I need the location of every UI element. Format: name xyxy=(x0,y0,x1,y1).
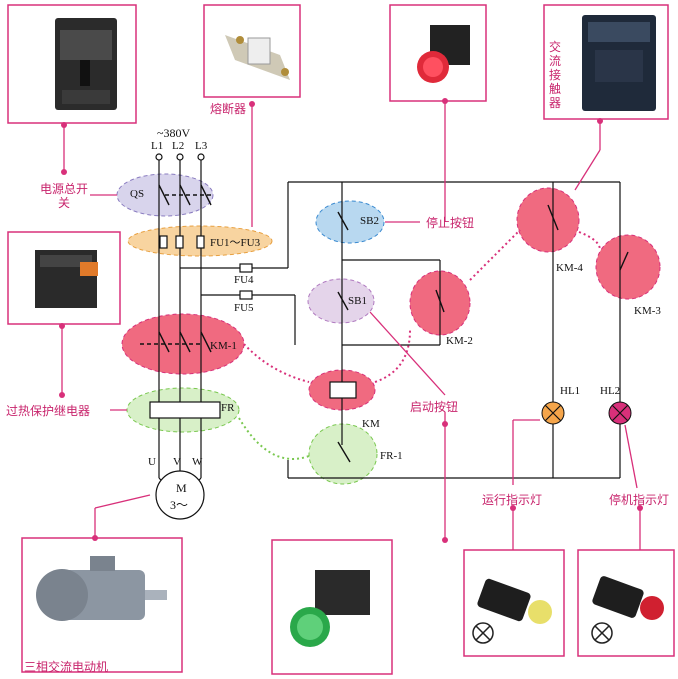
stop-lamp-label: 停机指示灯 xyxy=(609,493,670,507)
power-switch-label: 电源总开关 xyxy=(39,182,88,210)
photo-fuse xyxy=(203,4,301,98)
motor-m-label: M xyxy=(176,481,187,495)
w-label: W xyxy=(192,456,203,468)
ac-contactor-label: 交流接触器 xyxy=(549,40,562,110)
phase-l1: L1 xyxy=(151,140,164,152)
photo-run-lamp xyxy=(463,549,565,657)
u-label: U xyxy=(148,456,156,468)
hl1-label: HL1 xyxy=(560,385,581,397)
sb2-highlight xyxy=(315,200,385,244)
photo-contactor xyxy=(543,4,669,120)
fuse-label: 熔断器 xyxy=(210,102,247,116)
photo-thermal-relay xyxy=(7,231,121,325)
hl2-label: HL2 xyxy=(600,385,621,397)
km4-label: KM-4 xyxy=(556,262,583,274)
run-lamp-label: 运行指示灯 xyxy=(482,493,543,507)
photo-motor xyxy=(21,537,183,673)
motor-phase-label: 3～ xyxy=(170,498,189,512)
sb1-highlight xyxy=(307,278,375,324)
fu4-label: FU4 xyxy=(234,274,254,286)
km3-highlight xyxy=(595,234,661,300)
photo-stop-button xyxy=(389,4,487,102)
km2-label: KM-2 xyxy=(446,335,473,347)
photo-stop-lamp xyxy=(577,549,675,657)
sb2-label: SB2 xyxy=(360,215,379,227)
stop-button-label: 停止按钮 xyxy=(426,216,475,230)
sb1-label: SB1 xyxy=(348,295,367,307)
v-label: V xyxy=(173,456,181,468)
start-button-label: 启动按钮 xyxy=(410,400,459,414)
phase-l3: L3 xyxy=(195,140,208,152)
qs-label: QS xyxy=(130,188,145,200)
phase-l2: L2 xyxy=(172,140,185,152)
fr1-highlight xyxy=(308,423,378,485)
fu5-label: FU5 xyxy=(234,302,254,314)
photo-start-button xyxy=(271,539,393,675)
supply-voltage: ~380V xyxy=(157,126,191,140)
fu1-fu3-label: FU1～FU3 xyxy=(210,237,261,249)
km4-highlight xyxy=(516,187,580,253)
km3-label: KM-3 xyxy=(634,305,661,317)
photo-main-switch xyxy=(7,4,137,124)
motor-name-label: 三相交流电动机 xyxy=(24,660,109,674)
fr1-label: FR-1 xyxy=(380,450,403,462)
fr-label: FR xyxy=(221,402,235,414)
km-coil-label: KM xyxy=(362,418,380,430)
km1-label: KM-1 xyxy=(210,340,237,352)
thermal-relay-label: 过热保护继电器 xyxy=(6,404,91,418)
